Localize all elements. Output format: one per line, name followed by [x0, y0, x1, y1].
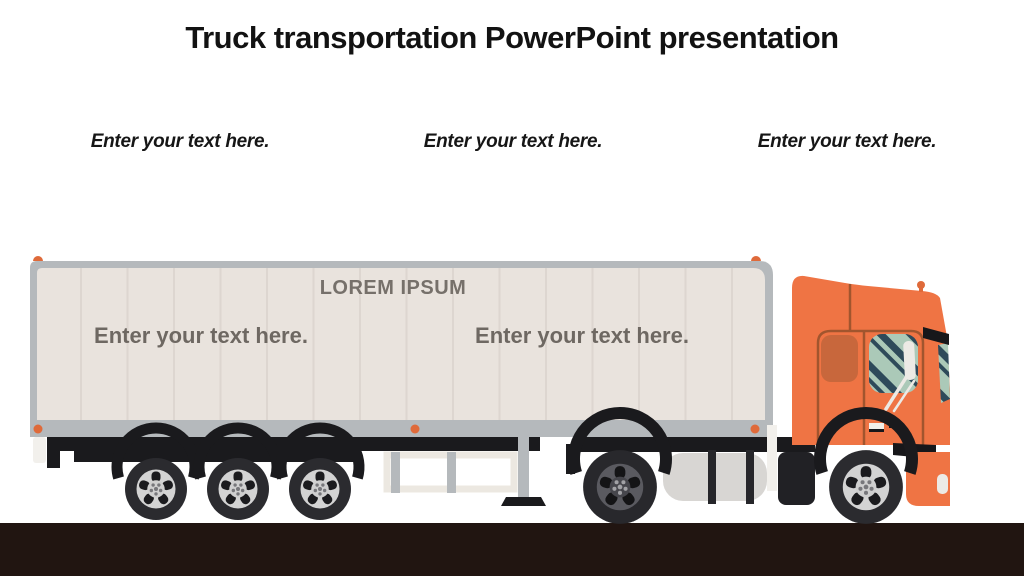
text-placeholder-2: Enter your text here.: [423, 131, 603, 152]
headlight: [937, 474, 948, 494]
tractor-frame-rail: [575, 437, 815, 452]
sun-visor: [923, 327, 949, 345]
text-placeholder-3: Enter your text here.: [757, 131, 937, 152]
marker-light-top-left: [33, 256, 43, 261]
trailer-panels: [37, 268, 765, 420]
wiper-2: [892, 379, 916, 413]
slide-title: Truck transportation PowerPoint presenta…: [185, 20, 839, 55]
marker-light-bottom-2: [410, 424, 420, 434]
marker-light-bottom-1: [33, 424, 43, 434]
fuel-tank-strap-2: [746, 450, 754, 504]
side-mirror: [903, 340, 916, 380]
rear-underride-guard: [47, 437, 60, 468]
trailer-heading: LOREM IPSUM: [319, 277, 467, 299]
cab: [792, 275, 950, 506]
battery-box: [778, 452, 815, 505]
trailer-wheel-3: [289, 458, 351, 520]
windshield: [938, 343, 950, 403]
trailer-body: [30, 256, 773, 437]
cab-rear-skirt: [767, 425, 777, 491]
wiper-1: [884, 371, 911, 411]
road: [0, 523, 1024, 576]
trailer-text-right: Enter your text here.: [475, 323, 689, 348]
marker-light-bottom-3: [750, 424, 760, 434]
trailer-wheel-1: [125, 458, 187, 520]
fuel-tank-strap-1: [708, 450, 716, 504]
landing-gear-leg: [518, 437, 529, 498]
antenna-base: [919, 286, 923, 292]
text-placeholder-1: Enter your text here.: [90, 131, 270, 152]
fender-tractor-front: [814, 407, 918, 475]
door-handle: [869, 423, 884, 429]
marker-light-top-right: [751, 256, 761, 261]
door-handle-shadow: [869, 429, 884, 432]
landing-gear-foot: [501, 497, 546, 506]
door-outline: [816, 329, 925, 445]
fender-trailer-3: [275, 422, 365, 480]
tractor-front-wheel: [829, 450, 903, 524]
fender-tractor-rear: [568, 407, 672, 475]
sleeper-panel: [821, 335, 858, 382]
side-guard-post-2: [447, 452, 456, 493]
trailer-text-left: Enter your text here.: [94, 323, 308, 348]
trailer-wheel-2: [207, 458, 269, 520]
side-guard-post-1: [391, 452, 400, 493]
fenders: [111, 407, 918, 480]
tractor-rear-wheel: [583, 450, 657, 524]
fender-trailer-1: [111, 422, 201, 480]
fender-trailer-2: [193, 422, 283, 480]
rear-mudflap: [33, 437, 46, 463]
